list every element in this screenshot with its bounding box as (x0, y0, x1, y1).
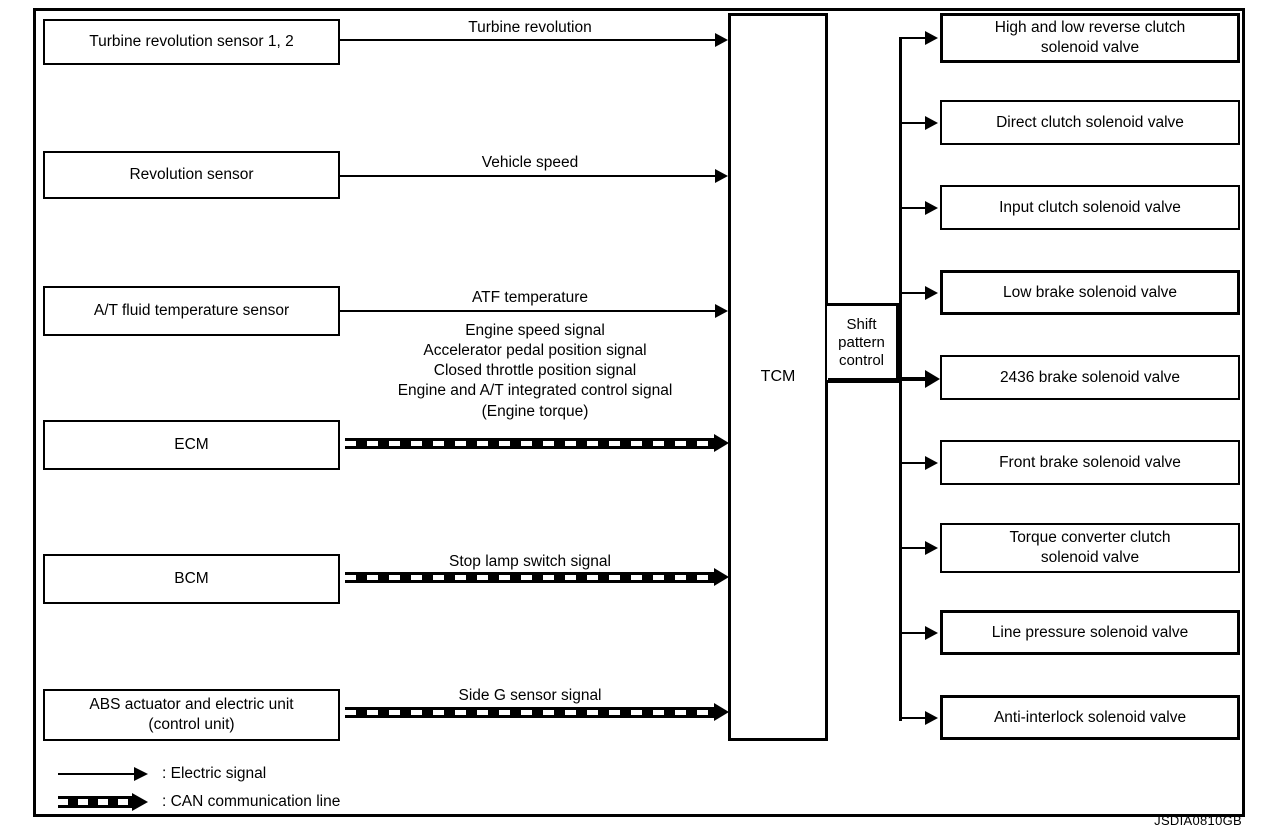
output-box-label: Torque converter clutch solenoid valve (1009, 529, 1171, 566)
output-box-direct-clutch-solenoid-valve: Direct clutch solenoid valve (940, 100, 1240, 145)
arrowhead-vehicle-speed (715, 169, 728, 183)
output-branch-line-8 (899, 632, 927, 634)
signal-label-atf-temperature: ATF temperature (471, 289, 588, 306)
tcm-box: TCM (728, 13, 828, 741)
signal-label-bcm: Stop lamp switch signal (449, 553, 611, 570)
input-box-ecm: ECM (43, 420, 340, 470)
input-box-label: BCM (174, 570, 209, 588)
output-box-line-pressure-solenoid-valve: Line pressure solenoid valve (940, 610, 1240, 655)
output-branch-line-2 (899, 122, 927, 124)
signal-label-vehicle-speed: Vehicle speed (481, 154, 579, 171)
output-branch-line-1 (899, 37, 927, 39)
output-box-label: High and low reverse clutch solenoid val… (994, 19, 1186, 56)
figure-code: JSDIA0810GB (1154, 813, 1242, 828)
input-box-label: A/T fluid temperature sensor (93, 302, 290, 320)
input-box-bcm: BCM (43, 554, 340, 604)
output-branch-line-6 (899, 462, 927, 464)
output-box-label: Line pressure solenoid valve (991, 623, 1189, 641)
arrowhead-output-2 (925, 116, 938, 130)
arrowhead-atf-temperature (715, 304, 728, 318)
signal-label-turbine-revolution: Turbine revolution (468, 19, 592, 36)
output-box-label: Direct clutch solenoid valve (996, 113, 1184, 131)
arrowhead-ecm-can (714, 434, 729, 452)
arrowhead-output-7 (925, 541, 938, 555)
can-line-abs (345, 707, 715, 718)
solid-arrow-icon (58, 767, 150, 781)
output-box-low-brake-solenoid-valve: Low brake solenoid valve (940, 270, 1240, 315)
input-box-revolution-sensor: Revolution sensor (43, 151, 340, 199)
diagram-outer-frame (33, 8, 1245, 817)
arrowhead-output-6 (925, 456, 938, 470)
output-box-label: Front brake solenoid valve (999, 453, 1181, 471)
output-box-input-clutch-solenoid-valve: Input clutch solenoid valve (940, 185, 1240, 230)
can-line-bcm (345, 572, 715, 583)
input-box-turbine-revolution-sensor: Turbine revolution sensor 1, 2 (43, 19, 340, 65)
output-box-label: Low brake solenoid valve (1002, 283, 1178, 301)
signal-line-atf-temperature (340, 310, 716, 312)
arrowhead-abs-can (714, 703, 729, 721)
shift-pattern-control-box: Shift pattern control (827, 303, 899, 383)
signal-label-abs: Side G sensor signal (458, 687, 602, 704)
output-branch-line-7 (899, 547, 927, 549)
can-line-ecm (345, 438, 715, 449)
dashed-arrow-icon (58, 793, 150, 811)
input-box-at-fluid-temperature-sensor: A/T fluid temperature sensor (43, 286, 340, 336)
shift-pattern-output-feed (828, 378, 902, 382)
output-box-label: Anti-interlock solenoid valve (993, 708, 1187, 726)
arrowhead-output-3 (925, 201, 938, 215)
output-box-high-and-low-reverse-clutch-solenoid-valve: High and low reverse clutch solenoid val… (940, 13, 1240, 63)
input-box-label: ECM (174, 436, 209, 454)
output-box-torque-converter-clutch-solenoid-valve: Torque converter clutch solenoid valve (940, 523, 1240, 573)
arrowhead-output-1 (925, 31, 938, 45)
arrowhead-output-4 (925, 286, 938, 300)
output-box-label: 2436 brake solenoid valve (999, 368, 1181, 386)
shift-pattern-control-label: Shift pattern control (838, 315, 885, 370)
input-box-label: Revolution sensor (129, 166, 254, 184)
legend-label: : CAN communication line (162, 793, 341, 810)
output-branch-line-3 (899, 207, 927, 209)
arrowhead-output-5 (925, 370, 940, 388)
tcm-label: TCM (760, 368, 796, 385)
arrowhead-bcm-can (714, 568, 729, 586)
signal-line-turbine-revolution (340, 39, 716, 41)
output-box-front-brake-solenoid-valve: Front brake solenoid valve (940, 440, 1240, 485)
output-branch-line-9 (899, 717, 927, 719)
arrowhead-turbine-revolution (715, 33, 728, 47)
signal-label-ecm: Engine speed signal Accelerator pedal po… (397, 322, 673, 420)
output-branch-line-4 (899, 292, 927, 294)
legend-label: : Electric signal (162, 765, 267, 782)
input-box-abs-actuator-and-electric-unit: ABS actuator and electric unit (control … (43, 689, 340, 741)
output-box-anti-interlock-solenoid-valve: Anti-interlock solenoid valve (940, 695, 1240, 740)
output-box-2436-brake-solenoid-valve: 2436 brake solenoid valve (940, 355, 1240, 400)
input-box-label: Turbine revolution sensor 1, 2 (89, 33, 294, 51)
legend-row-electric-signal: : Electric signal (58, 765, 266, 783)
arrowhead-output-8 (925, 626, 938, 640)
arrowhead-output-9 (925, 711, 938, 725)
signal-line-vehicle-speed (340, 175, 716, 177)
input-box-label: ABS actuator and electric unit (control … (89, 696, 294, 733)
output-box-label: Input clutch solenoid valve (999, 198, 1181, 216)
output-branch-line-5 (899, 377, 927, 381)
legend-row-can-communication-line: : CAN communication line (58, 793, 340, 811)
